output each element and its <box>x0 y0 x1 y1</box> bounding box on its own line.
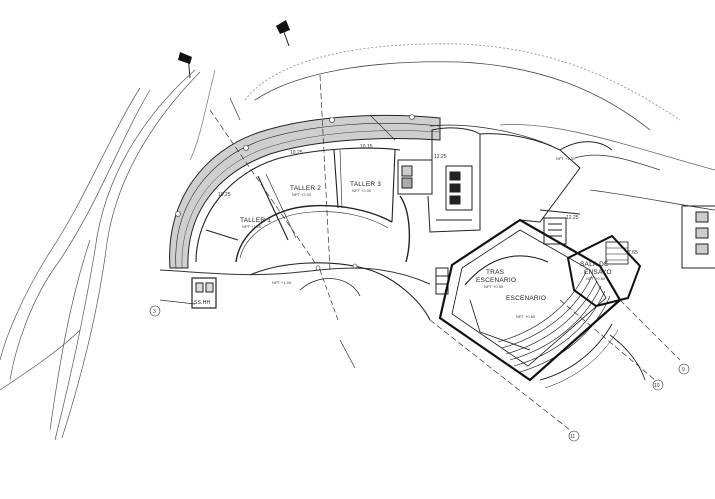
level-label-corridor: NPT +1.00 <box>272 280 292 285</box>
sshh-block <box>191 277 217 309</box>
dimension-label: 10.25 <box>290 150 303 156</box>
level-label-taller-1: NPT +1.00 <box>242 224 262 229</box>
room-label-sala-ensayo-2: ENSAYO <box>584 269 612 276</box>
room-label-tras-escenario: TRAS <box>486 269 505 276</box>
flag-marker-left <box>178 52 192 79</box>
dimension-label: 12.25 <box>566 215 579 221</box>
room-label-taller-3: TALLER 3 <box>350 181 381 188</box>
level-label-taller-3: NPT +2.00 <box>352 188 372 193</box>
level-label-tras-escenario: NPT +0.50 <box>484 284 504 289</box>
room-label-escenario: ESCENARIO <box>506 295 546 302</box>
level-label-taller-2: NPT +2.00 <box>292 192 312 197</box>
dimension-label: 10.15 <box>360 144 373 150</box>
level-label-top-right: NPT +1.50 <box>556 156 576 161</box>
right-edge-building <box>681 205 715 269</box>
connector <box>435 133 613 295</box>
site-arcs <box>244 43 715 211</box>
room-label-sala-ensayo: SALA DE <box>580 261 609 268</box>
room-label-taller-2: TALLER 2 <box>290 185 321 192</box>
grid-bubble-3: 3 <box>153 309 156 315</box>
room-label-taller-1: TALLER 1 <box>240 217 271 224</box>
dimension-label: 12.25 <box>434 154 447 160</box>
rehearsal-room <box>566 234 642 308</box>
level-label-escenario: NPT +0.60 <box>516 314 536 319</box>
room-label-sshh: SS.HH <box>194 300 210 306</box>
level-label-sala-ensayo: NPT +0.60 <box>586 276 606 281</box>
auditorium <box>438 218 646 389</box>
dimension-label: 7.65 <box>628 250 638 256</box>
grid-bubble-9: 9 <box>682 367 685 373</box>
flag-marker-right <box>276 20 290 47</box>
grid-lines <box>159 74 681 431</box>
arc-markers <box>175 114 415 271</box>
grid-bubble-10: 10 <box>654 383 660 389</box>
grid-bubbles <box>149 305 690 442</box>
dimension-label: 10.25 <box>218 192 231 198</box>
terrain-contours <box>0 69 216 441</box>
service-core <box>397 127 481 263</box>
grid-bubble-11: 11 <box>570 434 575 440</box>
room-label-tras-escenario-2: ESCENARIO <box>476 277 516 284</box>
